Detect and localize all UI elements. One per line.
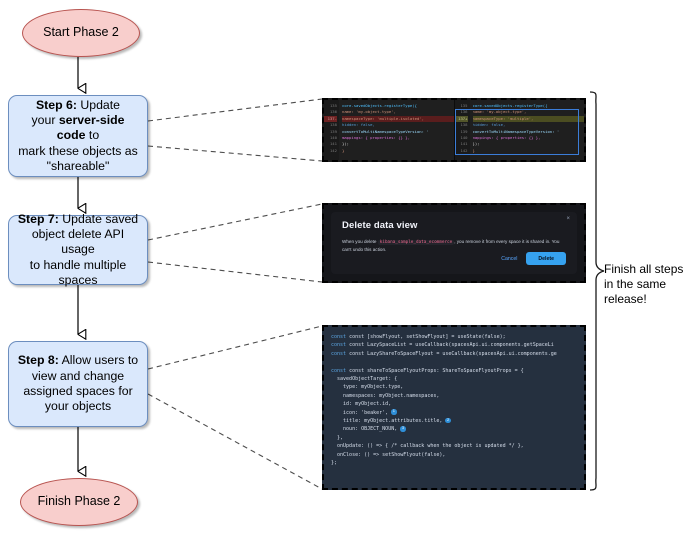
node-step-6-text: Step 6: Update your server-side code to … bbox=[16, 98, 140, 175]
code-line: }, bbox=[331, 434, 344, 441]
gutter-line: 138 bbox=[460, 122, 468, 128]
code-line: name: 'my-object-type', bbox=[472, 109, 527, 115]
gutter-line-added: 137+ bbox=[454, 115, 468, 123]
node-start-label: Start Phase 2 bbox=[43, 25, 119, 40]
code-line: const LazyShareToSpaceFlyout = useCallba… bbox=[349, 350, 557, 357]
gutter-line: 139 bbox=[460, 128, 468, 134]
code-line: savedObjectTarget: { bbox=[331, 376, 398, 383]
gutter-line: 135 bbox=[329, 103, 337, 108]
dialog-body-suffix: , you remove it from every space it is s… bbox=[342, 239, 560, 252]
code-line: hidden: false, bbox=[342, 122, 375, 128]
gutter-line: 139 bbox=[329, 128, 337, 134]
gutter-line-removed: 137- bbox=[324, 115, 337, 123]
code-line: id: myObject.id, bbox=[331, 401, 392, 408]
step-6-l2a: your bbox=[31, 112, 59, 127]
gutter-line: 142 bbox=[329, 147, 337, 153]
diff-pane-before: 135 136 137- 138 139 140 141 142 core.sa… bbox=[324, 100, 454, 160]
dialog-body: When you delete kibana_sample_data_ecomm… bbox=[342, 238, 565, 253]
step-7-prefix: Step 7: bbox=[17, 211, 59, 226]
step-8-l4: your objects bbox=[44, 399, 112, 414]
code-line: convertToMultiNamespaceTypeVersion: ' bbox=[472, 128, 560, 134]
delete-button[interactable]: Delete bbox=[526, 252, 566, 265]
diff-gutter-after: 135 136 137+ 138 139 140 141 142 bbox=[454, 100, 470, 160]
node-start-phase-2[interactable]: Start Phase 2 bbox=[22, 9, 140, 57]
code-line: core.savedObjects.registerType({ bbox=[342, 103, 417, 108]
diff-code-after: core.savedObjects.registerType({ name: '… bbox=[470, 100, 584, 160]
screenshot-delete-modal: Delete data view × When you delete kiban… bbox=[322, 203, 586, 283]
delete-data-view-dialog: Delete data view × When you delete kiban… bbox=[331, 212, 577, 274]
code-line: noun: OBJECT_NOUN, bbox=[331, 426, 398, 433]
node-step-8[interactable]: Step 8: Allow users to view and change a… bbox=[8, 341, 148, 427]
dialog-actions: Cancel Delete bbox=[501, 252, 566, 265]
node-step-6[interactable]: Step 6: Update your server-side code to … bbox=[8, 95, 148, 177]
annotation-badge-3: 3 bbox=[400, 426, 406, 432]
code-line: icon: 'beaker', bbox=[331, 409, 389, 416]
diff-pane-after: 135 136 137+ 138 139 140 141 142 core.sa… bbox=[453, 100, 584, 160]
dialog-object-name: kibana_sample_data_ecommerce bbox=[377, 240, 455, 245]
react-code-block: const const [showFlyout, setShowFlyout] … bbox=[331, 334, 557, 467]
code-line: onClose: () => setShowFlyout(false), bbox=[331, 451, 446, 458]
node-finish-phase-2[interactable]: Finish Phase 2 bbox=[20, 478, 138, 526]
node-step-7[interactable]: Step 7: Update saved object delete API u… bbox=[8, 212, 148, 287]
step-6-l3: mark these objects as bbox=[18, 143, 138, 158]
diff-code-before: core.savedObjects.registerType({ name: '… bbox=[339, 100, 454, 160]
step-8-l2: view and change bbox=[31, 368, 125, 383]
step-7-l3: to handle multiple spaces bbox=[29, 257, 127, 288]
dialog-title: Delete data view bbox=[342, 220, 418, 231]
annotation-badge-2: 2 bbox=[445, 417, 451, 424]
code-line: type: myObject.type, bbox=[331, 384, 404, 391]
code-line: convertToMultiNamespaceTypeVersion: ' bbox=[342, 128, 429, 134]
code-line: name: 'my-object-type', bbox=[342, 109, 396, 115]
step-6-l1: Update bbox=[76, 97, 121, 112]
dialog-body-prefix: When you delete bbox=[342, 239, 378, 244]
node-step-7-text: Step 7: Update saved object delete API u… bbox=[16, 212, 140, 289]
step-7-l1: Update saved bbox=[58, 211, 139, 226]
code-line: onUpdate: () => { /* callback when the o… bbox=[331, 443, 524, 450]
code-line: }; bbox=[331, 460, 338, 467]
step-8-l3: assigned spaces for bbox=[23, 384, 133, 398]
gutter-line: 141 bbox=[329, 141, 337, 147]
code-line: core.savedObjects.registerType({ bbox=[472, 103, 548, 108]
code-line: const [showFlyout, setShowFlyout] = useS… bbox=[349, 334, 506, 340]
node-step-8-text: Step 8: Allow users to view and change a… bbox=[18, 353, 138, 414]
step-6-emph: server-side code bbox=[56, 112, 125, 143]
step-6-prefix: Step 6: bbox=[35, 97, 77, 112]
diff-viewer: 135 136 137- 138 139 140 141 142 core.sa… bbox=[324, 100, 584, 160]
gutter-line: 140 bbox=[460, 134, 468, 140]
step-8-l1: Allow users to bbox=[58, 353, 139, 368]
cancel-button[interactable]: Cancel bbox=[501, 255, 518, 262]
code-line: title: myObject.attributes.title, bbox=[331, 418, 443, 425]
gutter-line: 138 bbox=[329, 122, 337, 128]
code-line: mappings: { properties: {} }, bbox=[472, 134, 541, 140]
code-line: } bbox=[342, 147, 345, 153]
code-line: mappings: { properties: {} }, bbox=[342, 134, 410, 140]
step-6-l4: "shareable" bbox=[46, 159, 110, 174]
gutter-line: 141 bbox=[460, 141, 468, 147]
annotation-badge-1: 1 bbox=[391, 409, 397, 415]
code-line: const LazySpaceList = useCallback(spaces… bbox=[349, 342, 554, 349]
code-line: const shareToSpaceFlyoutProps: ShareToSp… bbox=[349, 367, 524, 374]
code-line: } bbox=[472, 147, 475, 153]
code-line: namespaces: myObject.namespaces, bbox=[331, 392, 440, 399]
screenshot-react-code: const const [showFlyout, setShowFlyout] … bbox=[322, 325, 586, 490]
brace-annotation-text: Finish all steps in the same release! bbox=[604, 262, 684, 306]
code-line-removed: namespaceType: 'multiple-isolated', bbox=[342, 115, 454, 123]
gutter-line: 142 bbox=[460, 147, 468, 153]
code-line: }); bbox=[342, 141, 350, 147]
gutter-line: 136 bbox=[329, 109, 337, 115]
gutter-line: 136 bbox=[460, 109, 468, 115]
step-8-prefix: Step 8: bbox=[17, 353, 59, 368]
gutter-line: 135 bbox=[460, 103, 468, 108]
diff-gutter-before: 135 136 137- 138 139 140 141 142 bbox=[324, 100, 339, 160]
code-line-added: namespaceType: 'multiple', bbox=[472, 115, 584, 123]
code-line: hidden: false, bbox=[472, 122, 506, 128]
code-line: }); bbox=[472, 141, 480, 147]
gutter-line: 140 bbox=[329, 134, 337, 140]
screenshot-code-diff: 135 136 137- 138 139 140 141 142 core.sa… bbox=[322, 98, 586, 162]
step-7-l2: object delete API usage bbox=[31, 226, 125, 257]
node-finish-label: Finish Phase 2 bbox=[37, 494, 121, 509]
step-6-l2b: to bbox=[85, 128, 100, 143]
close-icon[interactable]: × bbox=[566, 216, 570, 222]
